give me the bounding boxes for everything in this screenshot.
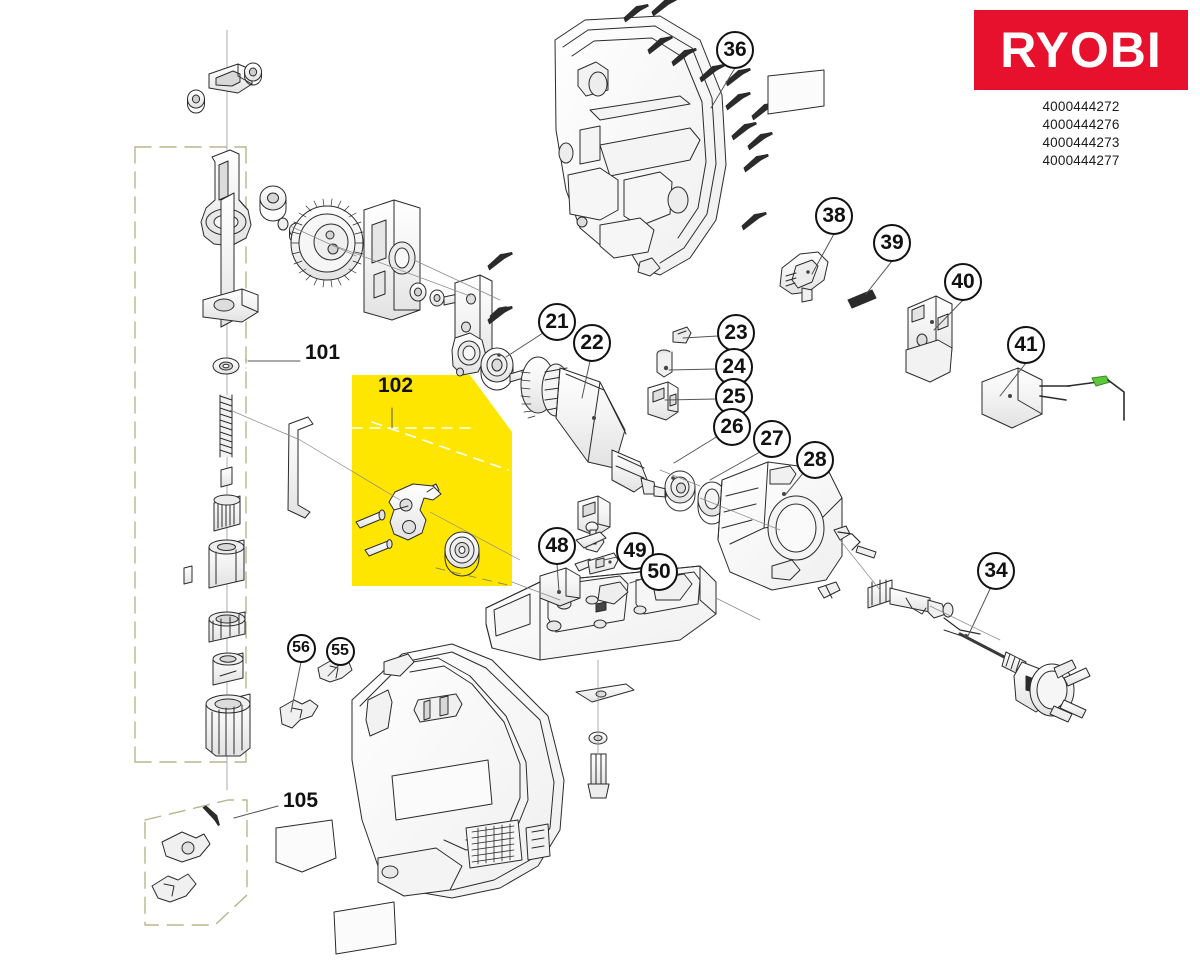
compression-spring: [219, 394, 233, 458]
callout-56[interactable]: 56: [286, 633, 316, 663]
shoe-nut-49: [587, 552, 619, 575]
bushing-sleeve: [212, 652, 244, 686]
guide-hook-bracket: [287, 416, 314, 519]
part-number: 4000444273: [1042, 135, 1120, 150]
callout-50[interactable]: 50: [640, 553, 678, 591]
power-cord-34: [943, 617, 1091, 723]
bracket-screw-upper: [485, 249, 516, 271]
carbon-brush-24: [656, 349, 673, 378]
part-105-screw: [202, 803, 222, 829]
highlight-region-102: [352, 375, 512, 586]
dowel-left: [183, 565, 193, 585]
part-number-list: 4000444272 4000444276 4000444273 4000444…: [974, 98, 1188, 170]
nameplate-label: [767, 69, 825, 115]
gear-and-plate-group: [259, 185, 516, 377]
part-number: 4000444277: [1042, 153, 1120, 168]
group-label-102: 102: [378, 374, 414, 397]
plate-bearing-b: [429, 289, 445, 307]
armature-group: [480, 304, 727, 525]
leader-lines: [229, 67, 1027, 819]
clamp-washer-left: [187, 89, 205, 114]
stator-field-28: [717, 461, 851, 591]
shoe-bolt: [587, 753, 610, 799]
lever-bracket-102: [388, 483, 442, 541]
brush-holder-25: [647, 381, 679, 421]
callout-22[interactable]: 22: [573, 324, 611, 362]
brush-terminal-23: [672, 326, 692, 344]
highlighted-parts-102: [351, 421, 513, 587]
gear-oring: [277, 217, 289, 231]
callout-28[interactable]: 28: [796, 441, 834, 479]
group-label-105: 105: [283, 789, 319, 812]
callout-39[interactable]: 39: [873, 224, 911, 262]
brand-name: RYOBI: [1000, 22, 1162, 78]
chuck-body: [208, 539, 245, 589]
armature-bearing-26: [664, 470, 696, 512]
plate-bearing-a: [409, 282, 427, 302]
tool-body-housing: [351, 643, 565, 899]
slider-block: [202, 288, 259, 323]
callout-34[interactable]: 34: [977, 552, 1015, 590]
gear-washer-large: [259, 185, 287, 222]
brand-logo: RYOBI: [974, 10, 1188, 90]
dowel-pin-102: [364, 539, 393, 557]
part-105-lever: [151, 873, 197, 903]
field-wire: [837, 531, 877, 559]
callout-40[interactable]: 40: [944, 263, 982, 301]
label-plate-a: [275, 819, 337, 873]
blade-clamp-part: [208, 63, 253, 94]
callout-48[interactable]: 48: [538, 527, 576, 565]
rotor-rear-shaft: [611, 449, 667, 498]
bearing-ring-27: [697, 481, 727, 525]
pin-small: [220, 466, 233, 488]
gearcase-bracket: [451, 274, 493, 377]
dashed-boundary-101: [134, 146, 247, 763]
armature-bearing-21: [480, 347, 514, 391]
roller-pin: [355, 509, 386, 529]
base-shoe-plate: [485, 565, 717, 661]
part-105-bracket: [161, 831, 211, 863]
plunger-assembly-stack: [183, 29, 262, 791]
shoe-mount-plate: [575, 683, 635, 703]
housing-half-upper: [554, 15, 727, 277]
part-number: 4000444272: [1042, 99, 1120, 114]
group-label-101: 101: [305, 341, 341, 364]
callout-36[interactable]: 36: [716, 31, 754, 69]
label-plate-b: [333, 901, 397, 955]
counterweight-plate: [363, 199, 421, 321]
callout-21[interactable]: 21: [538, 303, 576, 341]
output-spindle: [867, 579, 954, 619]
dashed-boundary-105: [144, 799, 248, 926]
switch-module-40: [905, 295, 953, 383]
trigger-switch-38: [779, 251, 829, 303]
callout-24[interactable]: 24: [715, 348, 753, 386]
splined-collar: [213, 494, 241, 532]
shoe-plate-small: [575, 531, 607, 549]
part-56-shoe-lever: [279, 699, 319, 729]
clamp-washer-right: [244, 62, 262, 86]
part-number: 4000444276: [1042, 117, 1120, 132]
capacitor-41: [981, 367, 1125, 429]
callout-55[interactable]: 55: [325, 636, 355, 666]
grip-knob: [205, 693, 251, 757]
callout-38[interactable]: 38: [815, 197, 853, 235]
flat-washer-101: [212, 357, 240, 375]
callout-41[interactable]: 41: [1007, 326, 1045, 364]
retaining-collar: [208, 611, 246, 643]
callout-27[interactable]: 27: [753, 420, 791, 458]
field-clip: [817, 581, 841, 599]
callout-26[interactable]: 26: [713, 408, 751, 446]
guide-roller-bearing: [444, 531, 480, 577]
switch-pin-39: [847, 289, 877, 309]
callout-23[interactable]: 23: [717, 314, 755, 352]
